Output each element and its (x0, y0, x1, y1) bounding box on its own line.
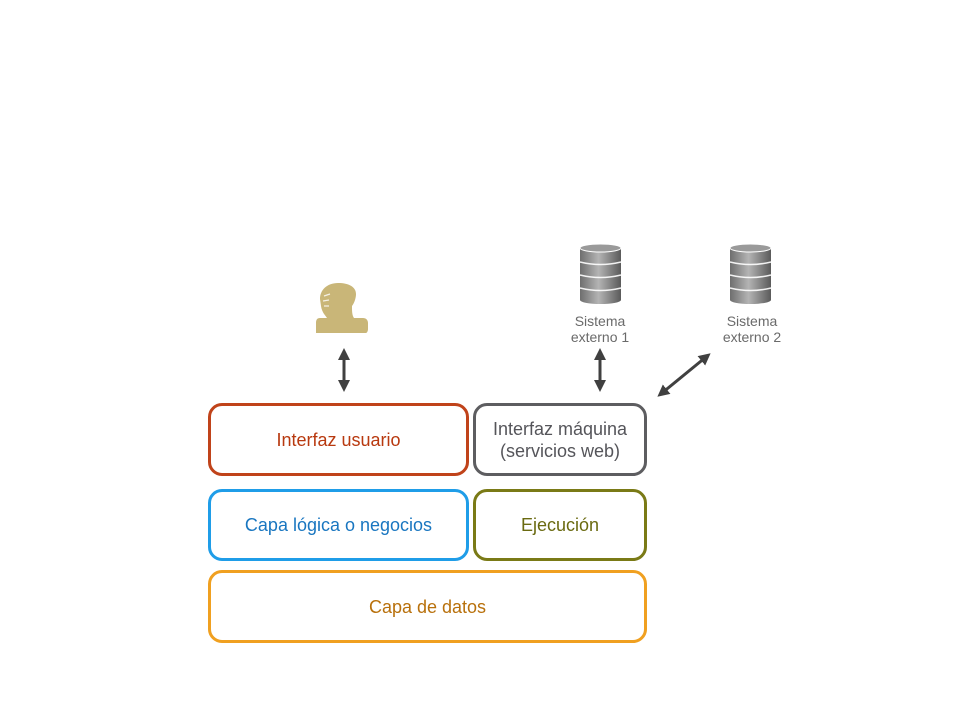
arrow-system2-to-mi (657, 353, 711, 397)
data-layer-label: Capa de datos (368, 596, 487, 617)
logic-layer-label: Capa lógica o negocios (244, 515, 433, 535)
machine-interface-layer: Interfaz máquina (servicios web) (473, 403, 647, 476)
user-interface-layer: Interfaz usuario (208, 403, 469, 476)
user-icon (316, 283, 368, 333)
execution-layer: Ejecución (473, 489, 647, 561)
database-icon (729, 243, 772, 304)
database-icon (579, 243, 622, 304)
user-interface-label: Interfaz usuario (276, 429, 401, 450)
external-system-1-label: Sistema externo 1 (570, 313, 630, 345)
external-system-2-label: Sistema externo 2 (722, 313, 782, 345)
machine-interface-label: Interfaz máquina (servicios web) (492, 418, 628, 461)
data-layer: Capa de datos (208, 570, 647, 643)
execution-label: Ejecución (520, 515, 600, 535)
logic-layer: Capa lógica o negocios (208, 489, 469, 561)
